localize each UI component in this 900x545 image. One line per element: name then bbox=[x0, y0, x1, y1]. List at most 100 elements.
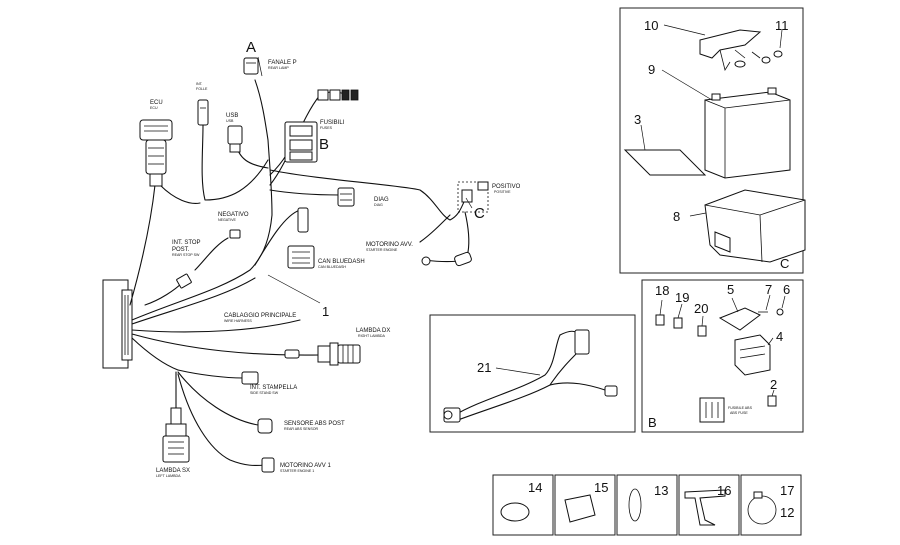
label-motorino-1: MOTORINO AVV 1 bbox=[280, 463, 331, 469]
label-positivo-sub: POSITIVE bbox=[494, 190, 511, 194]
ref-16: 16 bbox=[717, 483, 731, 498]
ecu-connector bbox=[139, 119, 173, 187]
motorino-1-connector bbox=[261, 457, 275, 473]
label-positivo: POSITIVO bbox=[492, 184, 521, 190]
fuse-20 bbox=[697, 325, 707, 337]
label-motorino-avv: MOTORINO AVV. bbox=[366, 242, 413, 248]
fanale-connector bbox=[243, 57, 259, 75]
ref-2: 2 bbox=[770, 377, 777, 392]
label-motorino-avv-sub: STARTER ENGINE bbox=[366, 248, 398, 252]
ref-19: 19 bbox=[675, 290, 689, 305]
label-int-stop: INT. STOP bbox=[172, 240, 201, 246]
label-int-stampella-sub: SIDE STAND SW bbox=[250, 391, 279, 395]
label-int-folle-2: FOLLE bbox=[196, 87, 208, 91]
ref-4: 4 bbox=[776, 329, 783, 344]
label-lambda-sx: LAMBDA SX bbox=[156, 468, 190, 474]
sub-harness-frame bbox=[429, 314, 636, 433]
ref-13: 13 bbox=[654, 483, 668, 498]
label-diag: DIAG bbox=[374, 197, 389, 203]
battery-panel-letter: C bbox=[780, 256, 789, 271]
ref-1: 1 bbox=[322, 304, 329, 319]
ref-7: 7 bbox=[765, 282, 772, 297]
fuse-18 bbox=[655, 314, 665, 326]
label-ecu: ECU bbox=[150, 100, 163, 106]
label-int-stop-2: POST. bbox=[172, 247, 190, 253]
ref-20: 20 bbox=[694, 301, 708, 316]
ref-18: 18 bbox=[655, 283, 669, 298]
battery-pad bbox=[623, 149, 707, 176]
usb-connector bbox=[227, 125, 243, 153]
label-can: CAN BLUEDASH bbox=[318, 259, 365, 265]
ref-12: 12 bbox=[780, 505, 794, 520]
clip-13 bbox=[628, 488, 642, 522]
motorino-avv-terminal bbox=[421, 211, 472, 267]
abs-fuse-holder bbox=[699, 395, 777, 423]
ref-6: 6 bbox=[783, 282, 790, 297]
clip-14-frame bbox=[492, 474, 554, 536]
clip-17 bbox=[747, 495, 777, 525]
diag-connector bbox=[337, 187, 355, 207]
fuse-box bbox=[734, 334, 771, 376]
ref-8: 8 bbox=[673, 209, 680, 224]
clip-16-frame bbox=[678, 474, 740, 536]
clips-row: 14 15 13 16 17 12 bbox=[492, 474, 802, 536]
can-connector bbox=[287, 245, 315, 269]
ref-9: 9 bbox=[648, 62, 655, 77]
fuse-panel-frame bbox=[641, 279, 804, 433]
letter-c: C bbox=[474, 205, 485, 222]
clip-16 bbox=[684, 489, 726, 526]
battery-case bbox=[704, 189, 806, 263]
negativo-terminal bbox=[229, 229, 241, 239]
battery-panel-frame bbox=[619, 7, 804, 274]
clip-15-frame bbox=[554, 474, 616, 536]
clip-15 bbox=[564, 494, 596, 523]
fuse-plate bbox=[718, 307, 761, 331]
int-stampella-connector bbox=[241, 371, 259, 385]
letter-a: A bbox=[246, 39, 256, 56]
label-fanale: FANALE P bbox=[268, 60, 297, 66]
ref-3: 3 bbox=[634, 112, 641, 127]
label-usb: USB bbox=[226, 113, 238, 119]
label-int-folle: INT. bbox=[196, 82, 203, 86]
label-fusibili-sub: FUSES bbox=[320, 126, 333, 130]
label-ecu-sub: ECU bbox=[150, 106, 158, 110]
battery bbox=[704, 87, 791, 179]
positivo-terminal bbox=[457, 181, 489, 213]
inline-fuse bbox=[297, 207, 309, 233]
label-sensore-abs-sub: REAR ABS SENSOR bbox=[284, 427, 319, 431]
int-folle-connector bbox=[197, 99, 209, 126]
label-lambda-dx: LAMBDA DX bbox=[356, 328, 390, 334]
label-fusibile-abs-sub: ABS FUSE bbox=[730, 411, 748, 415]
ref-10: 10 bbox=[644, 18, 658, 33]
label-fanale-sub: REAR LAMP bbox=[268, 66, 289, 70]
label-diag-sub: DIAG bbox=[374, 203, 383, 207]
fuse-panel: 18 19 20 5 7 6 4 2 FUSIBILE ABS ABS FUSE… bbox=[641, 279, 804, 433]
sub-harness-connector-top bbox=[574, 329, 590, 355]
main-connector-plug bbox=[121, 289, 133, 361]
abs-sensor-connector bbox=[257, 418, 273, 434]
label-int-stop-sub: REAR STOP SW bbox=[172, 253, 200, 257]
ref-5: 5 bbox=[727, 282, 734, 297]
label-int-stampella: INT. STAMPELLA bbox=[250, 385, 297, 391]
sub-harness-panel: 21 bbox=[429, 314, 636, 433]
fuse-panel-letter: B bbox=[648, 415, 657, 430]
battery-bracket bbox=[699, 29, 762, 59]
label-motorino-1-sub: STARTER ENGINE 1 bbox=[280, 469, 314, 473]
label-fusibili: FUSIBILI bbox=[320, 120, 345, 126]
int-stop-connector bbox=[176, 273, 192, 289]
clip-17-frame bbox=[740, 474, 802, 536]
ref-17: 17 bbox=[780, 483, 794, 498]
sub-harness-connector-end bbox=[604, 385, 618, 397]
label-sensore-abs: SENSORE ABS POST bbox=[284, 421, 345, 427]
label-lambda-dx-sub: RIGHT LAMBDA bbox=[358, 334, 385, 338]
fuse-19 bbox=[673, 317, 683, 329]
label-cablaggio: CABLAGGIO PRINCIPALE bbox=[224, 313, 296, 319]
label-negativo: NEGATIVO bbox=[218, 212, 249, 218]
ref-14: 14 bbox=[528, 480, 542, 495]
label-fusibile-abs: FUSIBILE ABS bbox=[728, 406, 753, 410]
fusibili-connector bbox=[284, 121, 318, 163]
ref-15: 15 bbox=[594, 480, 608, 495]
clip-13-frame bbox=[616, 474, 678, 536]
label-usb-sub: USB bbox=[226, 119, 234, 123]
